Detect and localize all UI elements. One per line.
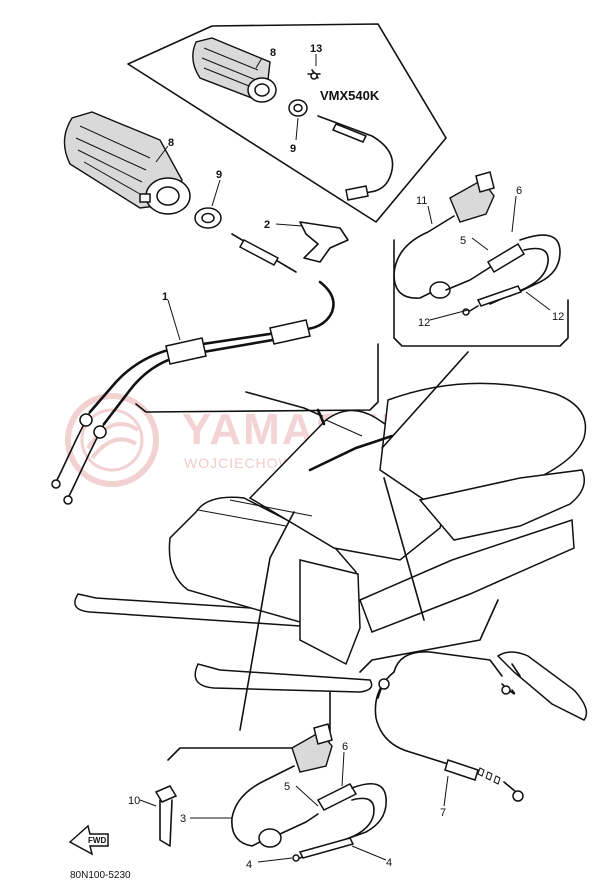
- fwd-label: FWD: [88, 836, 106, 845]
- inset-cable: [317, 115, 394, 197]
- bracket-right: [393, 239, 569, 347]
- watermark-logo-icon: [65, 393, 159, 487]
- switch-assembly-upper: [393, 171, 561, 316]
- inset-throttle-grip: [192, 37, 277, 103]
- callout-13: 13: [310, 43, 322, 55]
- switch-assembly-lower: [154, 723, 387, 862]
- bracket-lower-right: [359, 599, 499, 673]
- track-tunnel: [359, 518, 575, 633]
- leader-switch-upper: [381, 351, 469, 449]
- vmx540k-inset: [127, 23, 447, 223]
- inset-screw: [307, 69, 321, 80]
- callout-5-lower: 5: [284, 781, 290, 793]
- front-body: [299, 559, 361, 666]
- callout-5-upper: 5: [460, 235, 466, 247]
- callout-12-left: 12: [418, 317, 430, 329]
- callout-7: 7: [440, 807, 446, 819]
- brake-assembly: [374, 651, 588, 802]
- leader-brake: [383, 477, 425, 621]
- ignition-key: [154, 785, 178, 803]
- rear-body: [418, 469, 585, 541]
- forward-arrow-icon: FWD: [68, 824, 109, 856]
- callout-4-right: 4: [386, 857, 392, 869]
- brake-cable: [393, 651, 503, 677]
- inset-frame: [127, 23, 447, 223]
- callout-3: 3: [180, 813, 186, 825]
- callout-10: 10: [128, 795, 140, 807]
- spring-clip: [299, 221, 349, 263]
- seat: [379, 382, 587, 521]
- callout-1: 1: [162, 291, 168, 303]
- brake-lever: [496, 651, 588, 721]
- bracket-top: [135, 343, 379, 413]
- ski-right: [194, 663, 373, 693]
- leader-switch-lower: [239, 511, 295, 731]
- cable-sheath: [269, 319, 311, 345]
- snowmobile: [74, 382, 587, 693]
- callout-6-lower: 6: [342, 741, 348, 753]
- callout-11: 11: [416, 195, 427, 207]
- leader-throttle: [245, 391, 323, 417]
- throttle-grip: [63, 111, 191, 215]
- callout-9: 9: [216, 169, 222, 181]
- callout-8-inset: 8: [270, 47, 276, 59]
- callout-12-right: 12: [552, 311, 564, 323]
- inset-collar: [288, 99, 308, 117]
- callout-9-inset: 9: [290, 143, 296, 155]
- drawing-code: 80N100-5230: [70, 870, 131, 881]
- callout-6-upper: 6: [516, 185, 522, 197]
- callout-4-left: 4: [246, 859, 252, 871]
- throttle-cable: [51, 233, 335, 505]
- collar: [194, 207, 222, 229]
- handlebar: [308, 434, 394, 472]
- callout-2: 2: [264, 219, 270, 231]
- callout-8: 8: [168, 137, 174, 149]
- model-label: VMX540K: [320, 88, 380, 103]
